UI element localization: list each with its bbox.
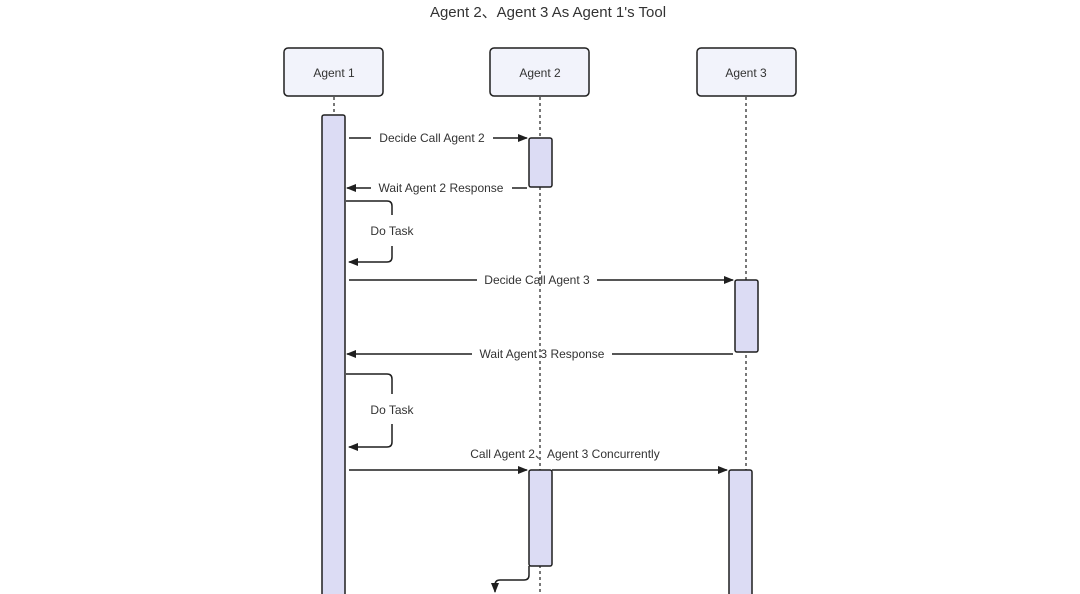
- message-decide-call-agent-3: Decide Call Agent 3: [349, 273, 734, 287]
- participant-agent-3: Agent 3: [696, 47, 797, 97]
- message-label: Decide Call Agent 3: [484, 273, 590, 287]
- message-label: Decide Call Agent 2: [379, 131, 485, 145]
- activation-agent-1: [321, 114, 346, 594]
- message-label: Do Task: [370, 224, 414, 238]
- participant-label: Agent 2: [519, 66, 561, 80]
- diagram-title: Agent 2、Agent 3 As Agent 1's Tool: [430, 4, 666, 21]
- self-message-do-task-2: Do Task: [346, 373, 415, 451]
- self-message-do-task-1: Do Task: [346, 200, 415, 266]
- message-call-agents-concurrently: Call Agent 2、Agent 3 Concurrently: [349, 447, 728, 474]
- message-label: Do Task: [370, 403, 414, 417]
- return-from-agent-2: [491, 566, 530, 593]
- activation-agent-2-second: [528, 469, 553, 567]
- message-label: Call Agent 2、Agent 3 Concurrently: [470, 447, 659, 461]
- activation-agent-3-second: [728, 469, 753, 594]
- message-wait-agent-2-response: Wait Agent 2 Response: [346, 181, 527, 195]
- message-decide-call-agent-2: Decide Call Agent 2: [349, 131, 528, 145]
- message-label: Wait Agent 3 Response: [480, 347, 605, 361]
- participant-agent-2: Agent 2: [489, 47, 590, 97]
- participant-agent-1: Agent 1: [283, 47, 384, 97]
- activation-agent-2-first: [528, 137, 553, 188]
- participant-label: Agent 1: [313, 66, 355, 80]
- activation-agent-3-first: [734, 279, 759, 353]
- message-wait-agent-3-response: Wait Agent 3 Response: [346, 347, 733, 361]
- message-label: Wait Agent 2 Response: [379, 181, 504, 195]
- participant-label: Agent 3: [725, 66, 767, 80]
